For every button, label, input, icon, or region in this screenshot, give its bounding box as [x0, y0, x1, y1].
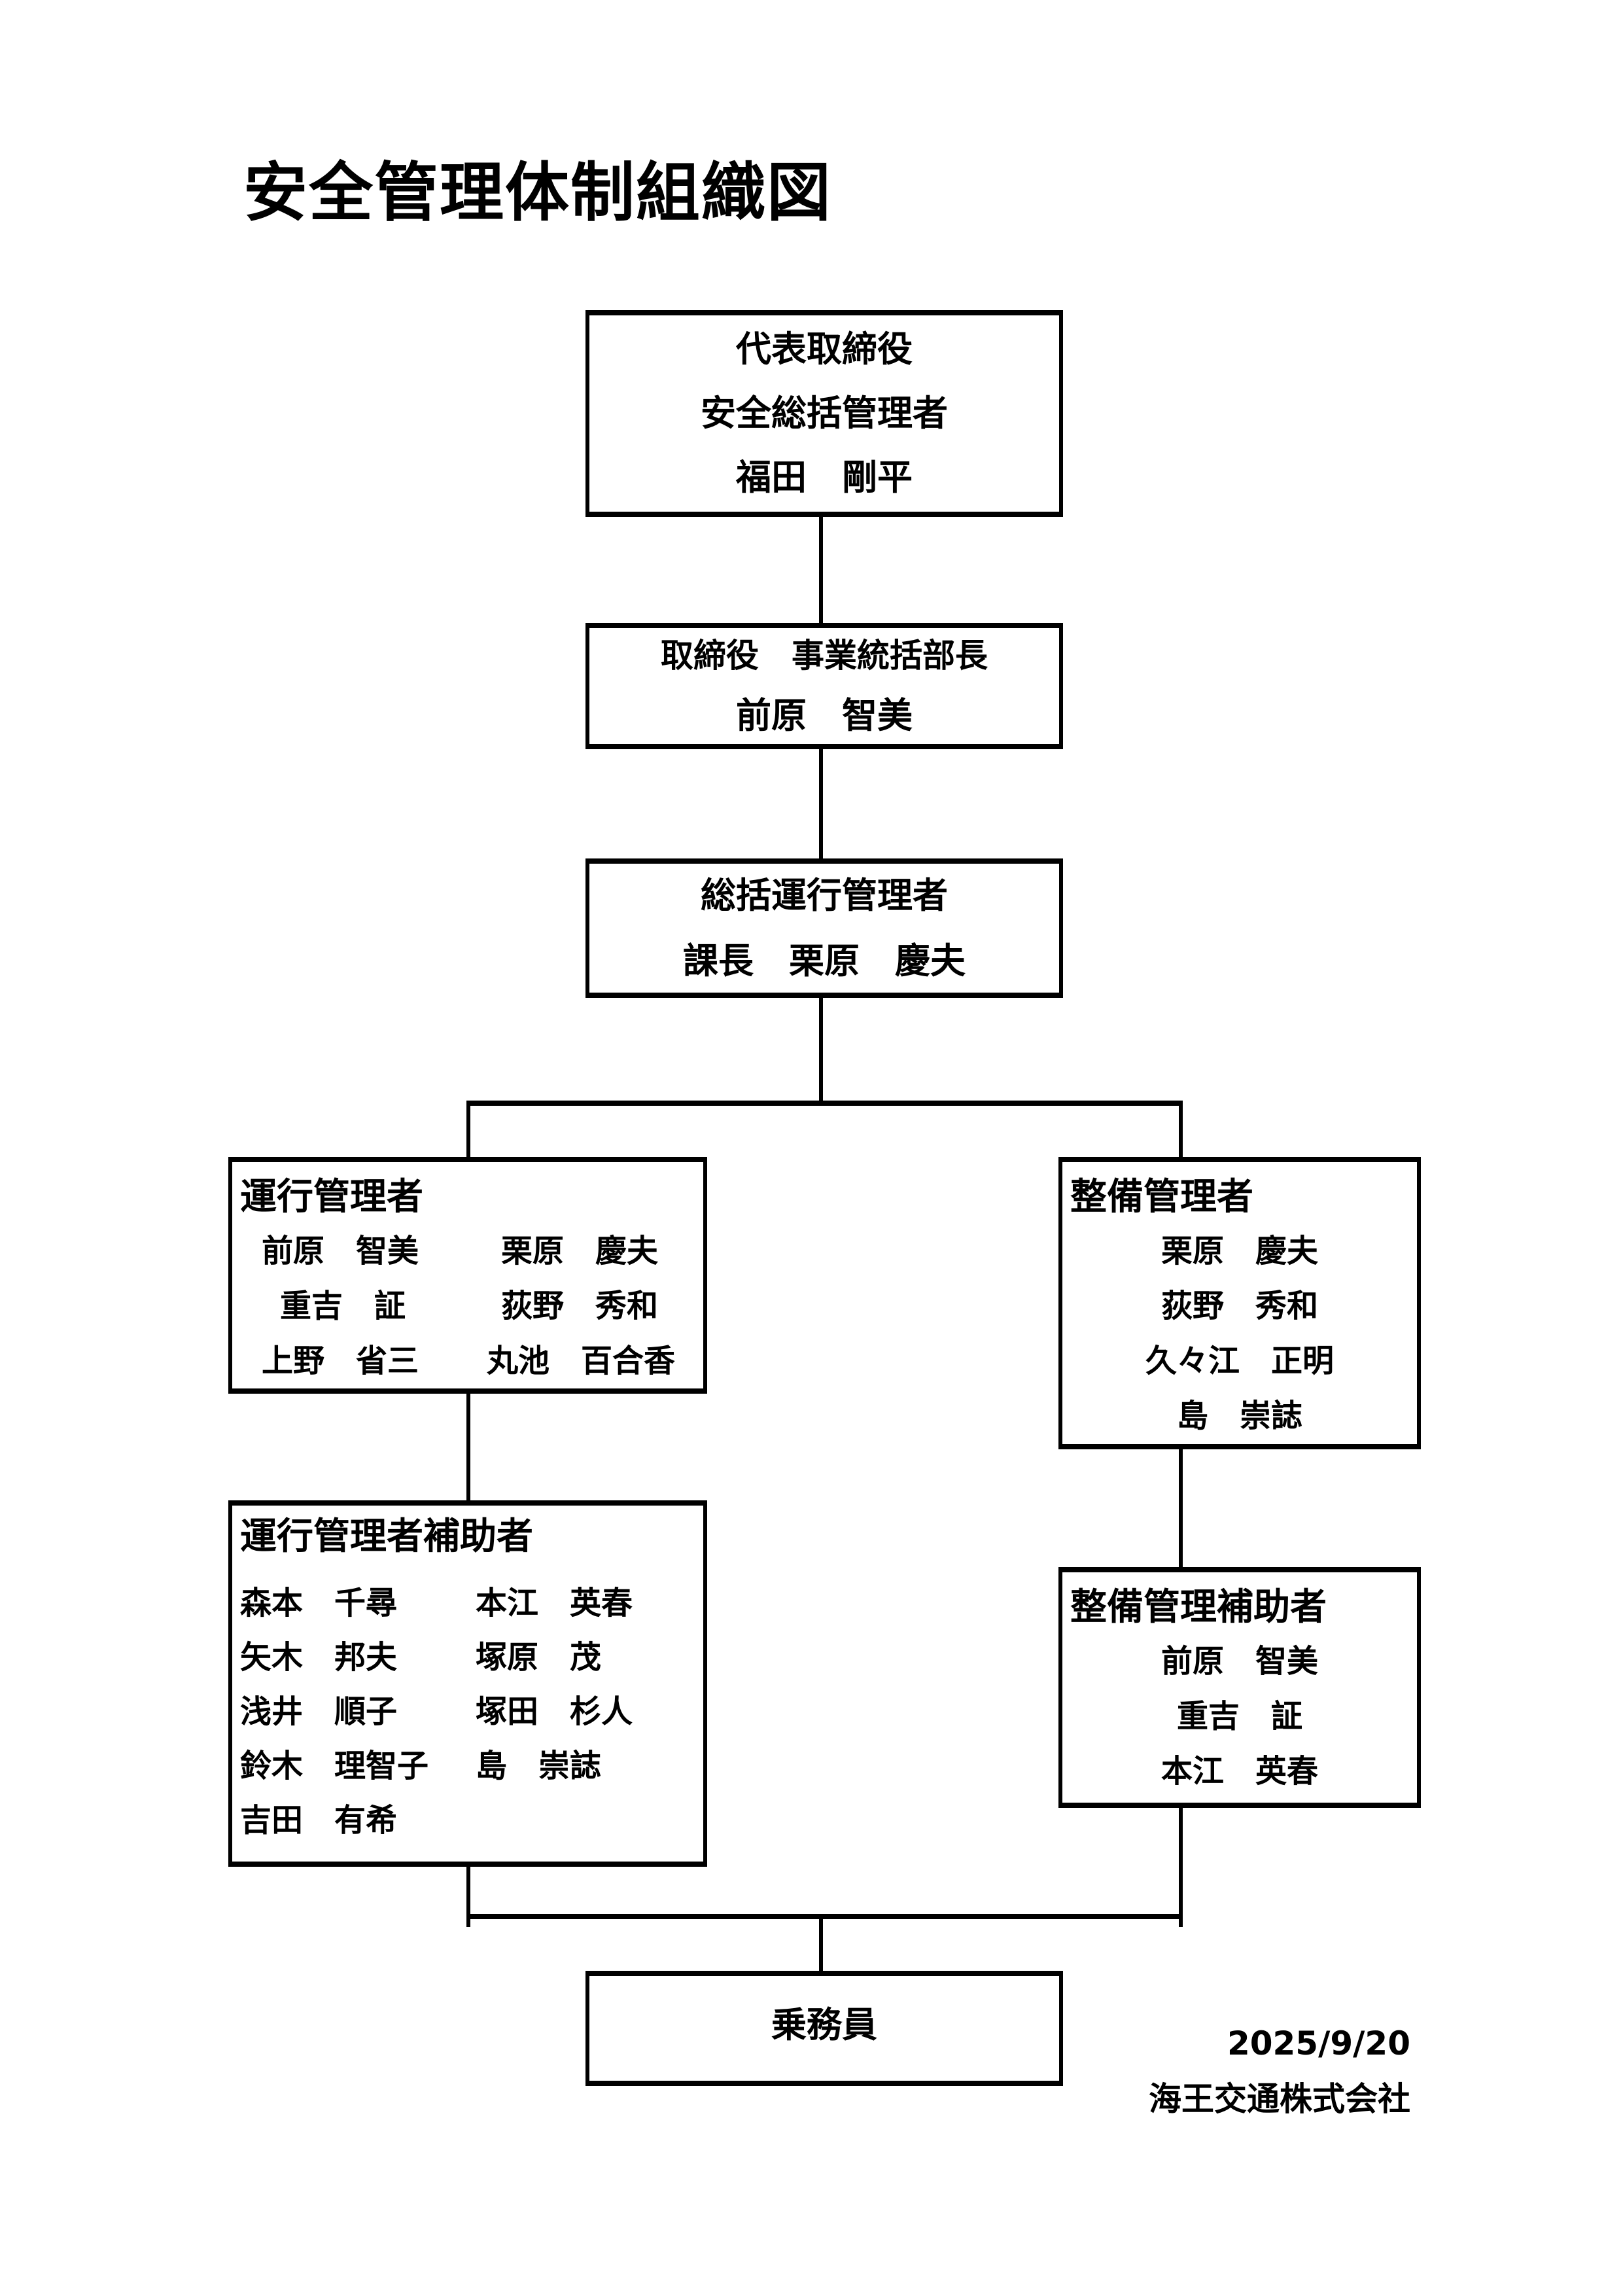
document-date: 2025/9/20: [1227, 2024, 1410, 2062]
operations-assistant-name: 島 崇誌: [476, 1748, 602, 1784]
operations-manager-name: 丸池 百合香: [487, 1343, 676, 1379]
operations-assistant-name: 塚田 杉人: [476, 1693, 633, 1730]
maintenance-manager-names: 栗原 慶夫 荻野 秀和 久々江 正明 島 崇誌: [1062, 1235, 1417, 1432]
connector-merge-horizontal: [466, 1914, 1183, 1919]
operations-manager-name: 上野 省三: [262, 1343, 419, 1379]
maintenance-assistant-name: 前原 智美: [1161, 1643, 1318, 1680]
operations-assistant-name: 矢木 邦夫: [240, 1639, 398, 1676]
operations-assistant-name: 鈴木 理智子: [240, 1748, 429, 1784]
connector-branch-right: [1179, 1101, 1183, 1159]
box-president: 代表取締役 安全総括管理者 福田 剛平: [585, 310, 1063, 517]
crew-label: 乗務員: [771, 2004, 877, 2045]
director-title: 取締役 事業統括部長: [661, 636, 988, 675]
operations-manager-name: 荻野 秀和: [501, 1288, 659, 1324]
maintenance-manager-heading: 整備管理者: [1070, 1176, 1253, 1218]
connector-director-general: [819, 749, 823, 864]
president-title: 安全総括管理者: [701, 393, 948, 434]
box-general-operations-manager: 総括運行管理者 課長 栗原 慶夫: [585, 858, 1063, 998]
operations-manager-name: 重吉 証: [280, 1288, 406, 1324]
director-name: 前原 智美: [736, 694, 913, 736]
operations-manager-name: 前原 智美: [262, 1233, 419, 1269]
connector-branch-horizontal: [466, 1101, 1183, 1106]
president-role: 代表取締役: [736, 328, 913, 370]
operations-assistant-heading: 運行管理者補助者: [240, 1515, 533, 1558]
maintenance-assistant-names: 前原 智美 重吉 証 本江 英春: [1062, 1646, 1417, 1787]
connector-ops-assistant: [466, 1394, 470, 1511]
connector-maint-assistant: [1179, 1449, 1183, 1574]
connector-merge-crew: [819, 1917, 823, 1976]
maintenance-manager-name: 久々江 正明: [1145, 1343, 1334, 1379]
maintenance-assistant-name: 本江 英春: [1161, 1753, 1318, 1790]
connector-president-director: [819, 517, 823, 628]
operations-manager-name: 栗原 慶夫: [501, 1233, 659, 1269]
maintenance-assistant-name: 重吉 証: [1176, 1698, 1302, 1735]
operations-assistant-names: 森本 千尋 本江 英春 矢木 邦夫 塚原 茂 浅井 順子 塚田 杉人 鈴木 理智…: [240, 1587, 672, 1836]
operations-manager-heading: 運行管理者: [240, 1176, 423, 1218]
company-name: 海王交通株式会社: [1149, 2080, 1410, 2118]
box-crew: 乗務員: [585, 1971, 1063, 2086]
maintenance-manager-name: 栗原 慶夫: [1161, 1233, 1318, 1269]
connector-branch-left: [466, 1101, 470, 1159]
box-maintenance-assistant: 整備管理補助者 前原 智美 重吉 証 本江 英春: [1058, 1567, 1421, 1808]
maintenance-assistant-heading: 整備管理補助者: [1070, 1586, 1327, 1629]
operations-assistant-name: 吉田 有希: [240, 1802, 398, 1839]
box-director: 取締役 事業統括部長 前原 智美: [585, 623, 1063, 749]
general-operations-title: 総括運行管理者: [701, 874, 948, 916]
connector-general-branch: [819, 998, 823, 1106]
connector-ops-assistant-bottom: [466, 1862, 470, 1927]
box-operations-assistant: 運行管理者補助者 森本 千尋 本江 英春 矢木 邦夫 塚原 茂 浅井 順子 塚田…: [228, 1500, 707, 1867]
connector-maint-assistant-bottom: [1179, 1803, 1183, 1927]
operations-manager-names: 前原 智美 栗原 慶夫 重吉 証 荻野 秀和 上野 省三 丸池 百合香: [262, 1235, 693, 1377]
general-operations-name: 課長 栗原 慶夫: [683, 940, 966, 981]
president-name: 福田 剛平: [736, 457, 913, 498]
operations-assistant-name: 本江 英春: [476, 1585, 633, 1621]
box-operations-manager: 運行管理者 前原 智美 栗原 慶夫 重吉 証 荻野 秀和 上野 省三 丸池 百合…: [228, 1157, 707, 1394]
operations-assistant-name: 浅井 順子: [240, 1693, 398, 1730]
maintenance-manager-name: 島 崇誌: [1176, 1398, 1302, 1434]
operations-assistant-name: 森本 千尋: [240, 1585, 398, 1621]
operations-assistant-name: 塚原 茂: [476, 1639, 602, 1676]
maintenance-manager-name: 荻野 秀和: [1161, 1288, 1318, 1324]
page-title: 安全管理体制組織図: [243, 156, 833, 230]
box-maintenance-manager: 整備管理者 栗原 慶夫 荻野 秀和 久々江 正明 島 崇誌: [1058, 1157, 1421, 1449]
